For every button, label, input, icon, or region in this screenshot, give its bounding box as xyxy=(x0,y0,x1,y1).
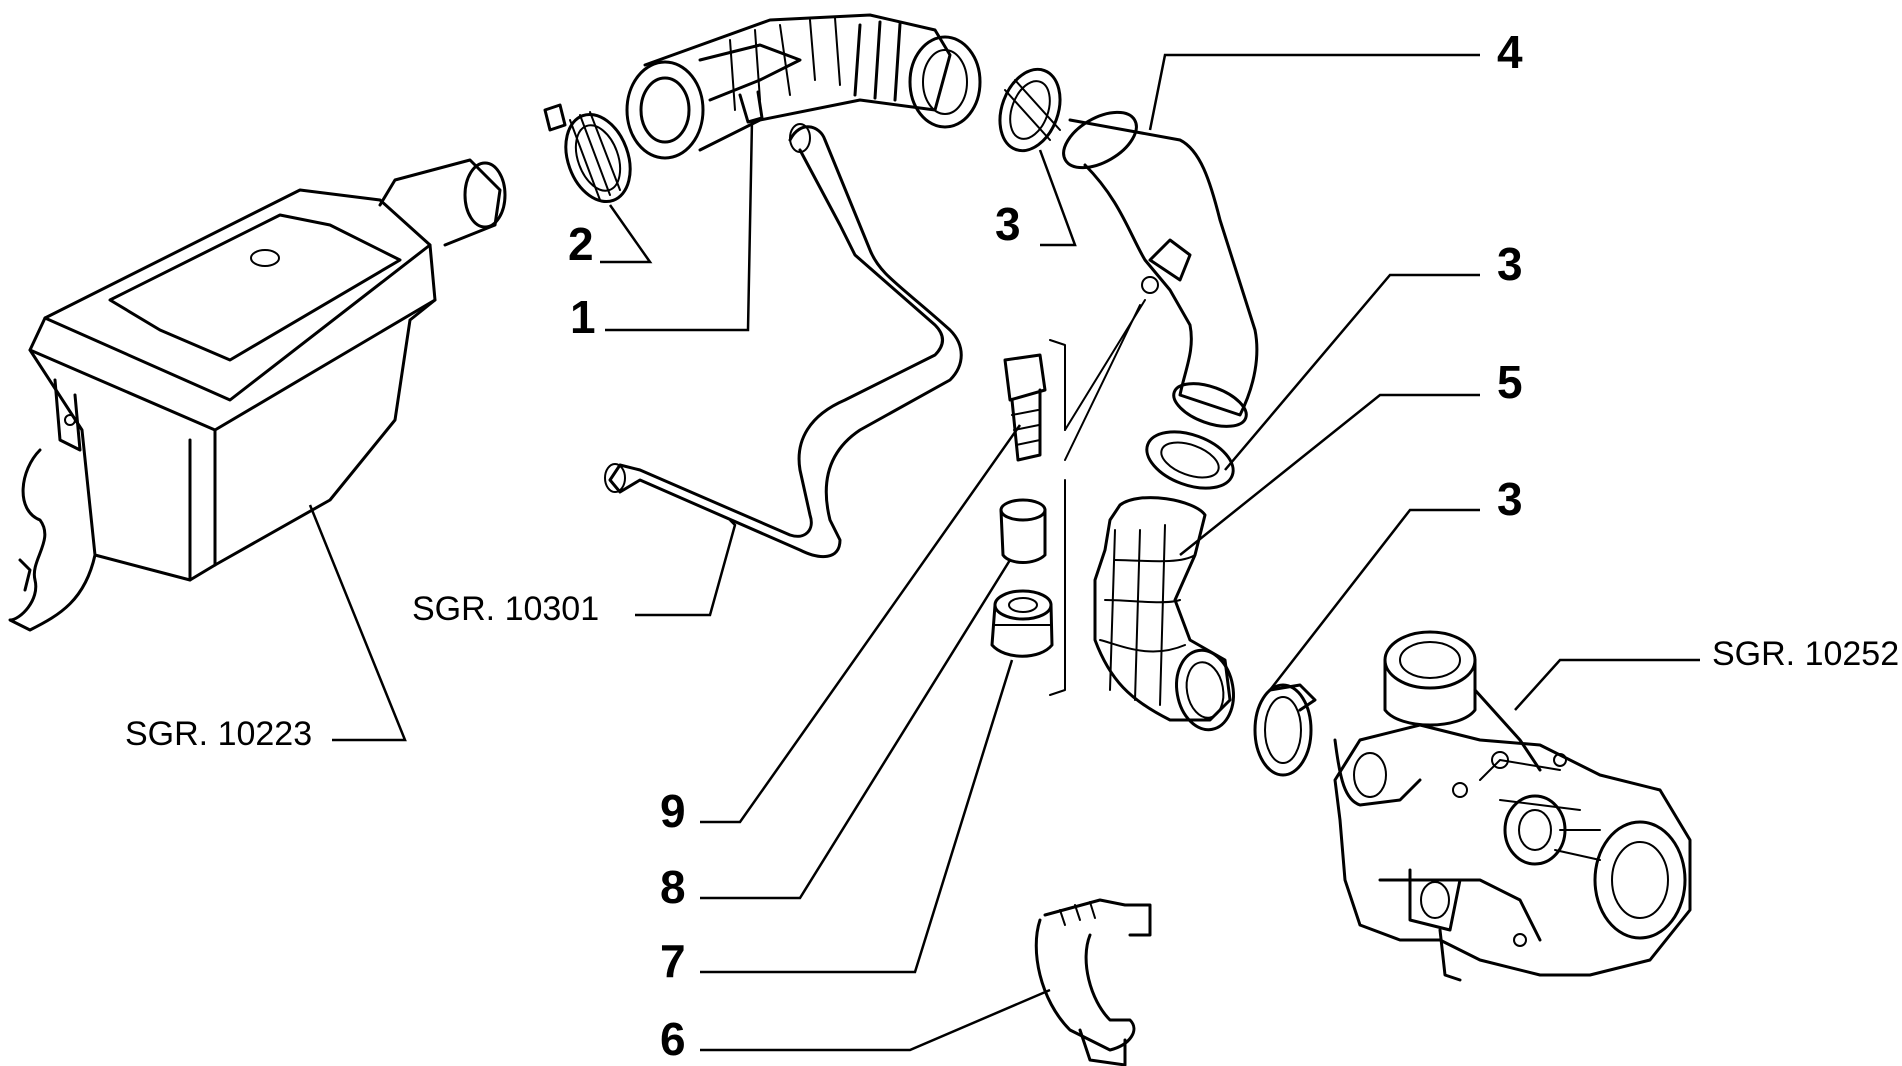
part-9-bolt xyxy=(1003,353,1047,462)
callout-5: 5 xyxy=(1497,356,1523,408)
group-bracket xyxy=(1049,299,1146,696)
breather-pipe xyxy=(604,123,963,559)
leader-lines xyxy=(308,53,1700,1052)
part-6-strap-clamp xyxy=(1034,898,1152,1066)
part-3-hose-clamp-upper xyxy=(998,67,1062,153)
callout-2: 2 xyxy=(568,218,594,270)
part-2-hose-clamp xyxy=(543,103,632,204)
part-7-grommet xyxy=(990,589,1054,658)
part-3-hose-clamp-middle xyxy=(1145,430,1235,490)
part-8-spacer xyxy=(999,498,1047,564)
callout-4: 4 xyxy=(1497,26,1523,78)
callout-6: 6 xyxy=(660,1013,686,1065)
ref-sgr-10252: SGR. 10252 xyxy=(1712,635,1899,673)
part-5-lower-duct xyxy=(1093,496,1235,732)
turbocharger xyxy=(1333,630,1692,982)
callout-7: 7 xyxy=(660,935,686,987)
part-1-intake-duct xyxy=(625,13,982,160)
callout-3-right-bottom: 3 xyxy=(1497,473,1523,525)
part-4-upper-hose xyxy=(1062,110,1259,428)
callout-9: 9 xyxy=(660,785,686,837)
ref-sgr-10301: SGR. 10301 xyxy=(412,590,599,628)
callout-1: 1 xyxy=(570,291,596,343)
callouts: 1 2 3 4 3 5 3 9 8 7 6 xyxy=(568,26,1523,1065)
air-filter-box xyxy=(8,158,507,632)
ref-sgr-10223: SGR. 10223 xyxy=(125,715,312,753)
part-3-hose-clamp-lower xyxy=(1253,683,1317,777)
reference-labels: SGR. 10223 SGR. 10301 SGR. 10252 xyxy=(125,590,1899,753)
callout-8: 8 xyxy=(660,861,686,913)
callout-3-right-top: 3 xyxy=(1497,238,1523,290)
callout-3-upper: 3 xyxy=(995,198,1021,250)
